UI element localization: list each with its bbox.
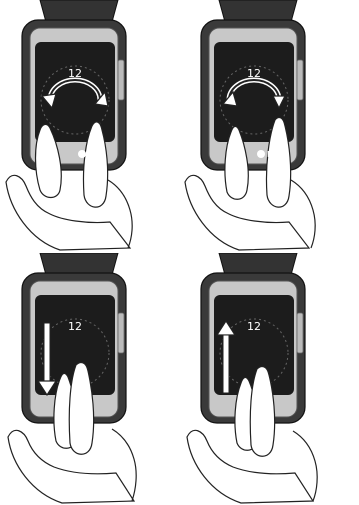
side-button	[297, 313, 303, 353]
panel-rotate-clockwise: 12 LG	[179, 0, 359, 252]
lg-logo-icon	[257, 150, 265, 158]
panel-swipe-up: 12	[179, 253, 359, 505]
watch-strap-top	[40, 0, 118, 22]
swipe-arrow-shaft	[44, 323, 50, 383]
lg-logo-icon	[78, 150, 86, 158]
side-button	[118, 313, 124, 353]
panel-swipe-down: 12	[0, 253, 180, 505]
watch-strap-top	[219, 253, 297, 275]
watch-illustration-swipe-down: 12	[0, 253, 180, 505]
panel-rotate-counterclockwise: 12 LG	[0, 0, 180, 252]
side-button	[118, 60, 124, 100]
side-button	[297, 60, 303, 100]
watch-strap-top	[219, 0, 297, 22]
watch-strap-top	[40, 253, 118, 275]
hand-palm	[6, 175, 130, 250]
watch-illustration-rotate-ccw: 12 LG	[0, 0, 180, 252]
watch-illustration-swipe-up: 12	[179, 253, 359, 505]
swipe-arrow-shaft	[223, 335, 229, 393]
watch-illustration-rotate-cw: 12 LG	[179, 0, 359, 252]
clock-twelve: 12	[247, 320, 261, 333]
watch-brand-logo: LG	[88, 150, 100, 159]
watch-brand-logo: LG	[267, 150, 279, 159]
clock-twelve: 12	[68, 320, 82, 333]
